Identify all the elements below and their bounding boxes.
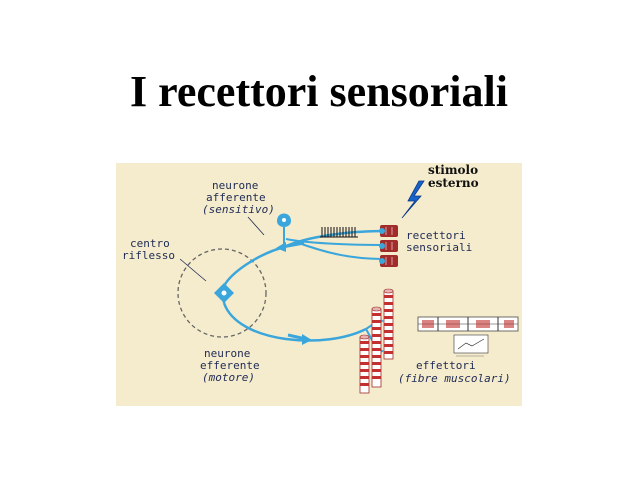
label-effettori: effettori bbox=[416, 359, 476, 372]
afferent-nucleus bbox=[282, 218, 286, 222]
afferent-fiber-branch-2 bbox=[295, 241, 385, 260]
label-fibre-muscolari: (fibre muscolari) bbox=[398, 372, 511, 385]
impulse-train bbox=[320, 227, 358, 238]
afferent-leader-line bbox=[247, 216, 265, 236]
afferent-fiber-branch bbox=[285, 238, 385, 246]
label-efferent-line2: efferente bbox=[200, 359, 260, 372]
label-sensoriali: sensoriali bbox=[406, 241, 472, 254]
figure-background bbox=[116, 163, 522, 406]
label-afferent-line2: afferente bbox=[206, 191, 266, 204]
sarcomere-inset bbox=[417, 316, 519, 357]
label-esterno: esterno bbox=[428, 176, 479, 190]
slide-title: I recettori sensoriali bbox=[130, 67, 508, 116]
label-riflesso: riflesso bbox=[122, 249, 175, 262]
center-leader-line bbox=[179, 258, 207, 282]
interneuron-nucleus bbox=[221, 290, 227, 296]
lightning-icon bbox=[401, 180, 425, 219]
label-recettori: recettori bbox=[406, 229, 466, 242]
label-efferent-line3: (motore) bbox=[202, 371, 255, 384]
efferent-fiber bbox=[222, 302, 367, 342]
label-efferent-line1: neurone bbox=[204, 347, 250, 360]
label-stimolo: stimolo bbox=[428, 163, 478, 177]
efferent-arrow-head bbox=[302, 334, 312, 345]
label-centro: centro bbox=[130, 237, 170, 250]
reflex-arc-diagram: stimolo esterno neurone afferente (sensi… bbox=[116, 163, 522, 406]
label-afferent-line1: neurone bbox=[212, 179, 258, 192]
receptor-icon bbox=[379, 225, 398, 267]
afferent-arrow-head bbox=[276, 242, 286, 252]
muscle-fiber-icon bbox=[359, 288, 394, 394]
reflex-arc-svg: stimolo esterno neurone afferente (sensi… bbox=[116, 163, 522, 406]
reflex-center-circle bbox=[177, 248, 267, 338]
label-afferent-line3: (sensitivo) bbox=[202, 203, 275, 216]
